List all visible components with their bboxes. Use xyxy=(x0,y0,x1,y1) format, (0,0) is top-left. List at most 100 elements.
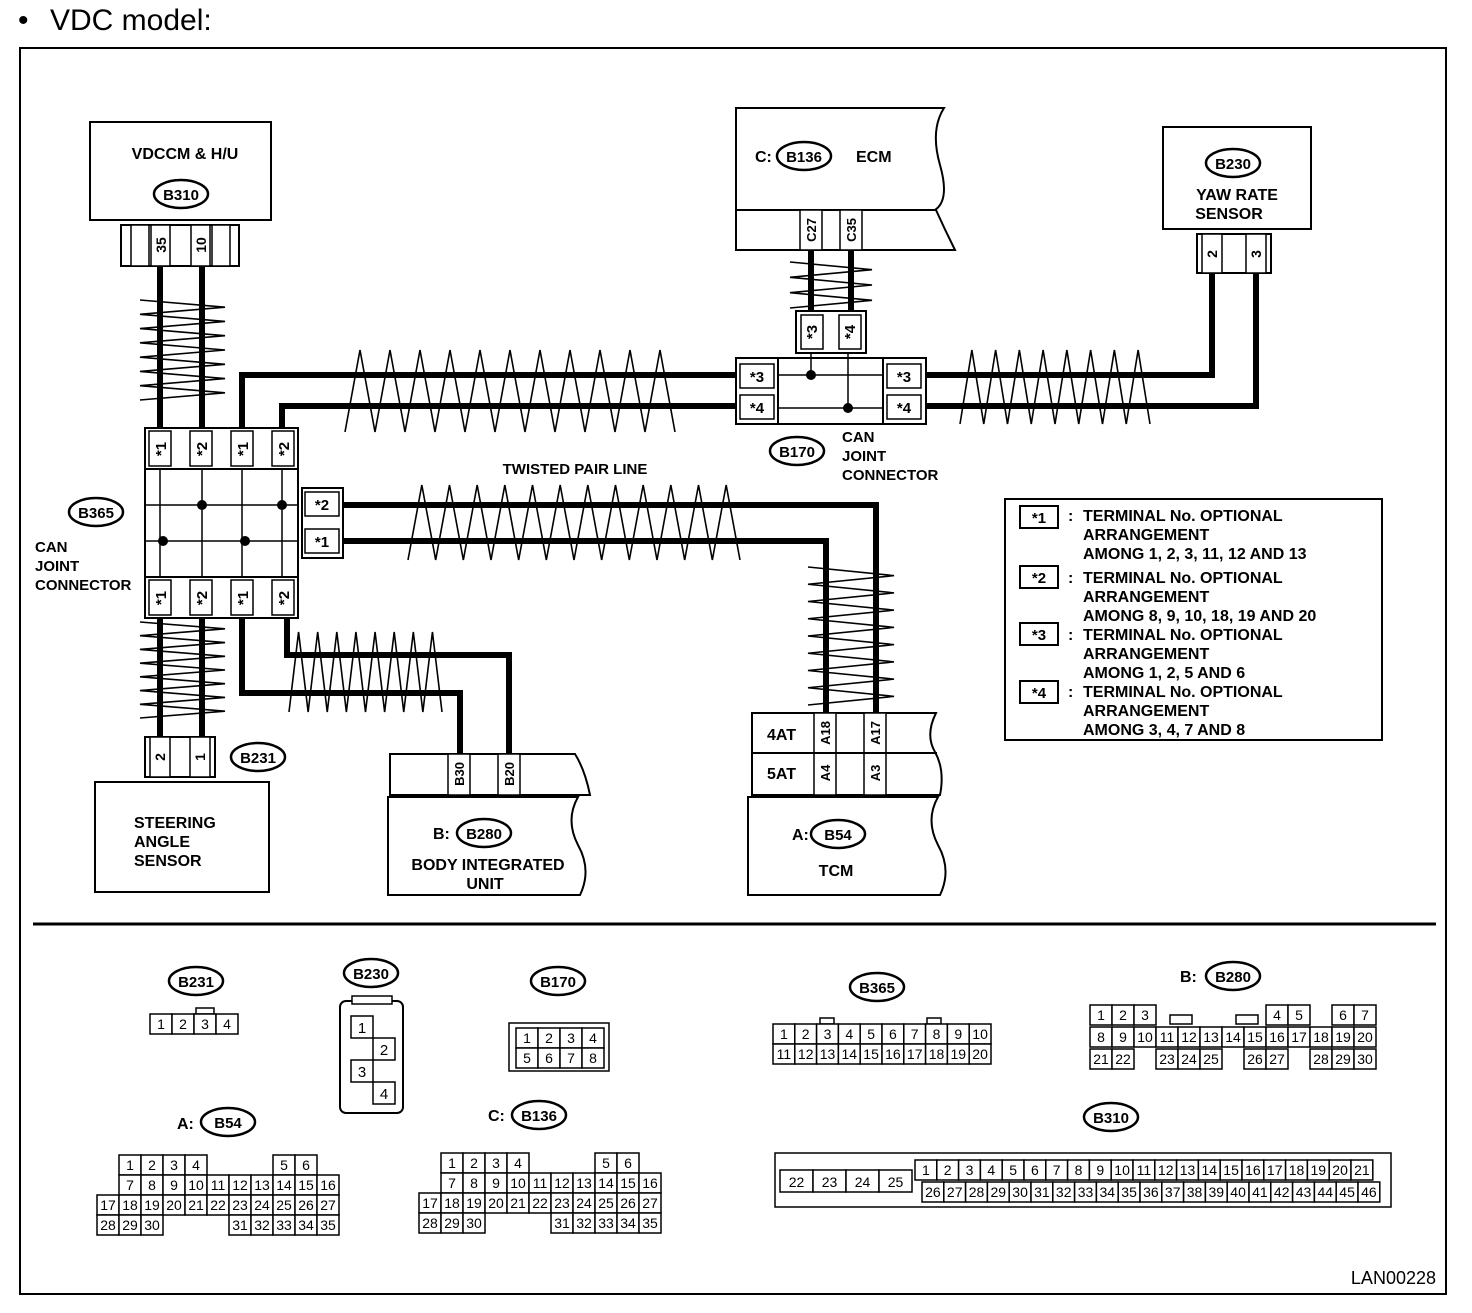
legend-line-3: AMONG 1, 2, 5 AND 6 xyxy=(1083,665,1245,682)
b170-pin-cell xyxy=(800,314,824,350)
legend-tag: *4 xyxy=(1032,685,1047,702)
b230-view-badge xyxy=(342,957,400,989)
svg-text:13: 13 xyxy=(1180,1162,1196,1178)
legend-tag-box xyxy=(1019,505,1059,529)
tcm-pin: A4 xyxy=(818,764,833,781)
legend-tag: *3 xyxy=(1032,627,1046,644)
b54-pin-cell: 24 xyxy=(250,1194,274,1216)
b280-pin-cell: 25 xyxy=(1199,1048,1223,1070)
b365-junction-dot xyxy=(240,536,250,546)
b54-view-badge xyxy=(199,1106,257,1138)
b170-label-3: CONNECTOR xyxy=(842,467,939,484)
header-title: VDC model: xyxy=(50,4,212,37)
svg-text:28: 28 xyxy=(422,1215,438,1231)
b280-pin-cell: 9 xyxy=(1111,1026,1135,1048)
steering-label-2: ANGLE xyxy=(134,834,190,851)
body-prefix: B: xyxy=(433,826,450,843)
b54-pin-cell: 10 xyxy=(184,1174,208,1196)
twisted-pair-zigzag xyxy=(789,261,873,309)
b310-pin-cell: 18 xyxy=(1284,1159,1309,1181)
svg-text:28: 28 xyxy=(1313,1051,1329,1067)
tcm-prefix: A: xyxy=(792,827,809,844)
b365-pin-cell: 14 xyxy=(837,1043,861,1065)
wires xyxy=(157,250,1259,756)
b54-pin-cell: 33 xyxy=(272,1214,296,1236)
b170-junction-dot xyxy=(806,370,816,380)
b136-view-code: B136 xyxy=(521,1108,557,1125)
b310-view-badge xyxy=(1082,1101,1140,1133)
b136-pin-cell: 32 xyxy=(572,1212,596,1234)
legend-colon: : xyxy=(1068,570,1073,587)
b310-view-code: B310 xyxy=(1093,1110,1129,1127)
b54-pin-cell: 22 xyxy=(206,1194,230,1216)
legend-tag-box xyxy=(1019,680,1059,704)
b54-pin-cell: 4 xyxy=(184,1154,208,1176)
b280-pin-cell: 29 xyxy=(1331,1048,1355,1070)
svg-text:14: 14 xyxy=(1202,1162,1218,1178)
b365-pin-cell: 5 xyxy=(859,1023,883,1045)
b310-pin-cell: 28 xyxy=(964,1181,989,1203)
b365-pin-cell: 11 xyxy=(772,1043,796,1065)
legend-tag: *1 xyxy=(1032,510,1046,527)
svg-text:40: 40 xyxy=(1230,1184,1246,1200)
b310-pin-cell: 30 xyxy=(1008,1181,1032,1203)
svg-text:21: 21 xyxy=(1093,1051,1109,1067)
b136-pin-cell: 29 xyxy=(440,1212,464,1234)
steering-pin-cell xyxy=(189,736,211,778)
svg-text:31: 31 xyxy=(232,1217,248,1233)
b280-pin-cell: 24 xyxy=(1177,1048,1201,1070)
b310-pin-cell: 35 xyxy=(1117,1181,1141,1203)
svg-text:31: 31 xyxy=(554,1215,570,1231)
b231-pin-cell: 1 xyxy=(149,1013,173,1035)
b136-pin-cell: 23 xyxy=(550,1192,574,1214)
b365-top-pin: *1 xyxy=(235,442,252,456)
b365-side-pin: *1 xyxy=(315,534,329,551)
svg-text:9: 9 xyxy=(492,1175,500,1191)
b230-pin-cell: 1 xyxy=(350,1015,374,1039)
svg-text:27: 27 xyxy=(320,1197,336,1213)
b170-left-pin: *3 xyxy=(750,369,764,386)
vdccm-pin-cell xyxy=(211,224,231,267)
b280-pin-cell: 22 xyxy=(1111,1048,1135,1070)
legend-line-3: AMONG 3, 4, 7 AND 8 xyxy=(1083,722,1245,739)
b310-pin-cell: 40 xyxy=(1226,1181,1250,1203)
svg-text:5: 5 xyxy=(523,1050,531,1066)
svg-text:32: 32 xyxy=(1056,1184,1072,1200)
svg-text:13: 13 xyxy=(1203,1029,1219,1045)
svg-text:19: 19 xyxy=(466,1195,482,1211)
b310-pin-cell: 13 xyxy=(1175,1159,1200,1181)
svg-text:6: 6 xyxy=(302,1157,310,1173)
svg-text:14: 14 xyxy=(842,1046,858,1062)
svg-text:7: 7 xyxy=(126,1177,134,1193)
yaw-label-1: YAW RATE xyxy=(1196,187,1278,204)
svg-text:7: 7 xyxy=(911,1026,919,1042)
svg-text:30: 30 xyxy=(144,1217,160,1233)
b54-pin-cell: 15 xyxy=(294,1174,318,1196)
svg-text:12: 12 xyxy=(798,1046,814,1062)
b310-pin-cell: 37 xyxy=(1161,1181,1185,1203)
b136-pin-cell: 34 xyxy=(616,1212,640,1234)
svg-text:2: 2 xyxy=(1119,1007,1127,1023)
legend-box xyxy=(1004,498,1383,741)
b365-pin-cell xyxy=(230,579,254,616)
svg-text:25: 25 xyxy=(276,1197,292,1213)
b365-pin-cell xyxy=(304,528,340,554)
legend-entry: *4 : TERMINAL No. OPTIONAL ARRANGEMENT A… xyxy=(1019,680,1283,739)
b231-view-badge xyxy=(167,965,225,997)
body-pin: B20 xyxy=(502,762,517,786)
svg-text:24: 24 xyxy=(576,1195,592,1211)
svg-text:15: 15 xyxy=(1223,1162,1239,1178)
tcm-pin: A17 xyxy=(868,721,883,745)
b170-code-badge xyxy=(768,435,826,467)
b280-pin-cell: 10 xyxy=(1133,1026,1157,1048)
svg-text:2: 2 xyxy=(179,1016,187,1032)
ecm-pin: C35 xyxy=(844,218,859,242)
steering-label-1: STEERING xyxy=(134,815,216,832)
b280-pin-cell: 11 xyxy=(1155,1026,1179,1048)
svg-text:28: 28 xyxy=(969,1184,985,1200)
svg-text:3: 3 xyxy=(170,1157,178,1173)
b365-pin-cell xyxy=(271,430,295,467)
yaw-sensor-box xyxy=(1162,126,1312,230)
b136-pin-cell: 9 xyxy=(484,1172,508,1194)
svg-text:5: 5 xyxy=(1295,1007,1303,1023)
